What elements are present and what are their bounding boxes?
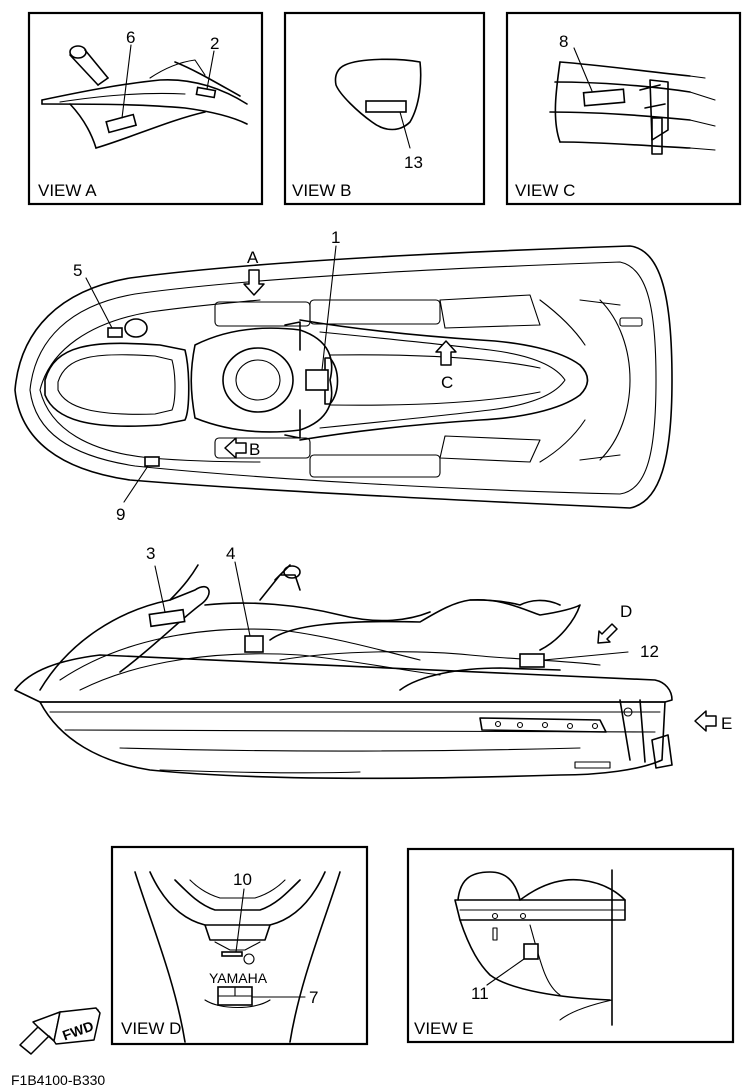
view-c-panel: 8 VIEW C [505, 11, 742, 206]
top-view-hood-panel [44, 342, 190, 428]
top-view-label-5 [107, 327, 123, 338]
callout-1: 1 [331, 228, 340, 247]
callout-8: 8 [559, 32, 568, 51]
top-view-label-1 [305, 369, 329, 391]
callout-6: 6 [126, 28, 135, 47]
figure-code: F1B4100-B330 [11, 1072, 105, 1088]
view-a-drawing [41, 44, 248, 149]
pointer-c: C [441, 373, 453, 392]
arrow-view-b [224, 437, 247, 459]
view-e-label-11 [523, 943, 539, 960]
view-b-label-13 [365, 100, 407, 113]
view-a-panel: 6 2 VIEW A [27, 11, 264, 206]
callout-10: 10 [233, 870, 252, 889]
arrow-view-c [435, 340, 457, 366]
view-d-panel: YAMAHA 10 7 VIEW D [110, 845, 369, 1046]
side-view-hull [39, 701, 666, 780]
view-d-brand-mark: YAMAHA [209, 970, 268, 986]
view-e-frame [406, 847, 735, 1044]
view-b-hatch-outline [334, 58, 422, 131]
view-c-frame [505, 11, 742, 206]
arrow-view-e [694, 710, 717, 732]
side-view-label-3 [148, 608, 186, 628]
side-view-label-4 [244, 635, 264, 653]
view-b-panel: 13 VIEW B [283, 11, 486, 206]
side-view-deck-line [14, 654, 673, 703]
view-e-panel: 11 VIEW E [406, 847, 735, 1044]
top-view-label-9 [144, 456, 160, 467]
pointer-e: E [721, 714, 732, 733]
callout-9: 9 [116, 505, 125, 524]
view-d-label-10 [221, 951, 243, 957]
view-a-frame [27, 11, 264, 206]
view-c-caption: VIEW C [515, 181, 575, 200]
fwd-badge-body [53, 1007, 101, 1045]
callout-7: 7 [309, 988, 318, 1007]
callout-3: 3 [146, 544, 155, 563]
callout-5: 5 [73, 261, 82, 280]
callout-13: 13 [404, 153, 423, 172]
pointer-d: D [620, 602, 632, 621]
top-view-handlebar-pod [222, 347, 294, 413]
pointer-a: A [247, 248, 259, 267]
view-d-caption: VIEW D [121, 1019, 181, 1038]
pointer-b: B [249, 440, 260, 459]
callout-4: 4 [226, 544, 235, 563]
view-a-label-6 [105, 113, 138, 134]
side-view-drawing: D E 3 4 12 [14, 544, 732, 780]
top-view-drawing: A C B 1 5 9 [14, 228, 673, 524]
fwd-badge: FWD [19, 1007, 101, 1055]
view-e-caption: VIEW E [414, 1019, 474, 1038]
callout-12: 12 [640, 642, 659, 661]
callout-2: 2 [210, 34, 219, 53]
top-view-hull [14, 245, 673, 509]
arrow-view-a [243, 269, 265, 296]
view-c-label-8 [582, 88, 626, 107]
arrow-view-d [597, 623, 618, 644]
view-a-caption: VIEW A [38, 181, 97, 200]
callout-11: 11 [471, 984, 489, 1003]
view-b-caption: VIEW B [292, 181, 352, 200]
side-view-label-12 [519, 653, 545, 668]
